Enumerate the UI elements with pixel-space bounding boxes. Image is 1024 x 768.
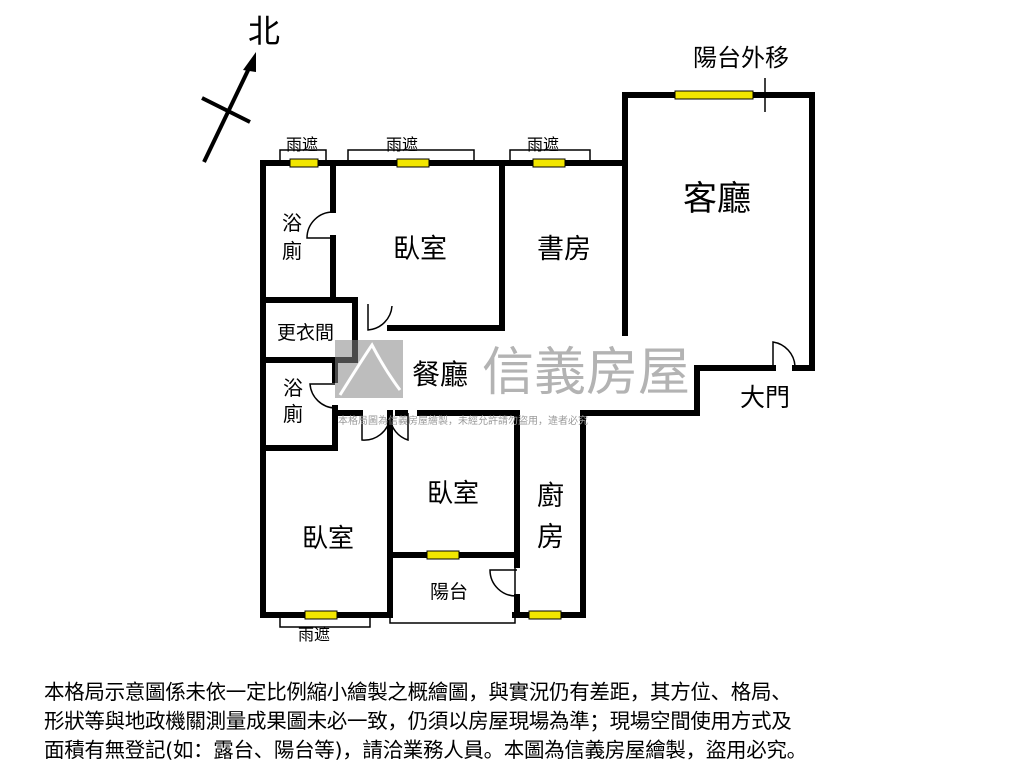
room-kitchen-a: 廚 [537, 481, 564, 512]
awning-label-2: 雨遮 [386, 135, 418, 154]
room-bedroom-main: 臥室 [393, 234, 447, 265]
door-left-bedroom-icon [361, 413, 391, 441]
room-bath1-b: 廁 [282, 239, 302, 263]
disclaimer-line-1: 本格局示意圖係未依一定比例縮小繪製之概繪圖，與實況仍有差距，其方位、格局、 [44, 680, 792, 704]
watermark-logo [335, 340, 403, 398]
room-bedroom-left: 臥室 [302, 524, 354, 554]
room-bath1-a: 浴 [282, 211, 302, 235]
room-bath2-b: 廁 [283, 402, 303, 426]
awning-label-3: 雨遮 [527, 135, 559, 154]
north-label: 北 [248, 12, 280, 50]
balcony-moved-label: 陽台外移 [693, 44, 789, 72]
entrance-door-icon [772, 341, 796, 368]
disclaimer: 本格局示意圖係未依一定比例縮小繪製之概繪圖，與實況仍有差距，其方位、格局、 形狀… [44, 678, 1004, 765]
doors [306, 78, 796, 597]
windows [289, 90, 754, 620]
room-study: 書房 [537, 234, 591, 265]
room-dining: 餐廳 [412, 358, 468, 391]
disclaimer-line-3: 面積有無登記(如：露台、陽台等)，請洽業務人員。本圖為信義房屋繪製，盜用必究。 [44, 738, 807, 762]
watermark-notice: 本格局圖為信義房屋繪製，未經允許請勿盜用，違者必究 [338, 414, 588, 427]
room-living: 客廳 [683, 179, 751, 219]
awning-label-1: 雨遮 [286, 135, 318, 154]
room-bedroom-mid: 臥室 [427, 479, 479, 509]
awning-label-4: 雨遮 [298, 625, 330, 644]
entrance-label: 大門 [740, 383, 790, 412]
room-kitchen-b: 房 [537, 522, 564, 553]
north-arrow-icon [201, 52, 256, 163]
door-bath1-icon [306, 211, 334, 239]
door-bath2-icon [309, 383, 336, 409]
room-balcony: 陽台 [430, 581, 468, 603]
disclaimer-line-2: 形狀等與地政機關測量成果圖未必一致，仍須以房屋現場為準；現場空間使用方式及 [44, 709, 792, 733]
room-bath2-a: 浴 [283, 376, 303, 400]
door-balcony-icon [489, 569, 518, 597]
door-bedroom-icon [367, 304, 393, 331]
watermark-brand: 信義房屋 [482, 343, 690, 403]
door-mid-bedroom-icon [389, 413, 409, 442]
room-closet: 更衣間 [277, 322, 334, 344]
